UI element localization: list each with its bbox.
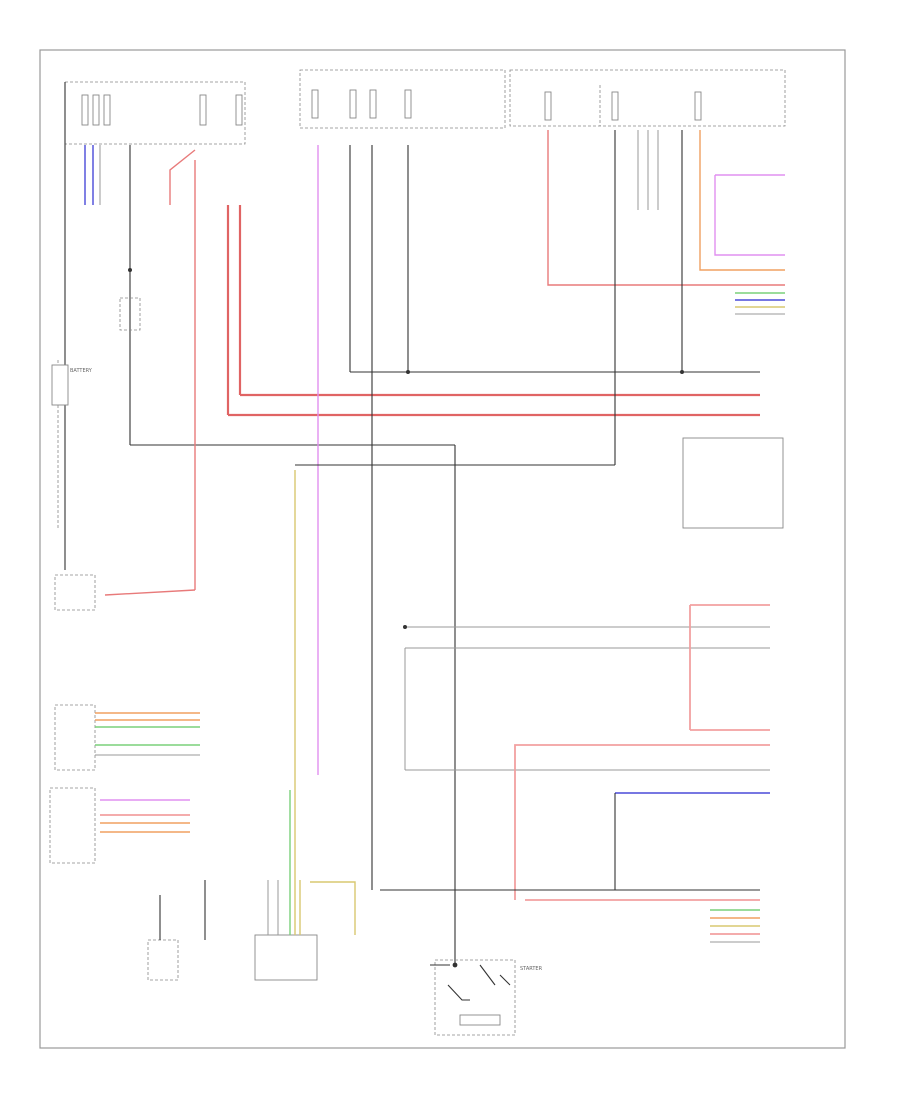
module-connector-left (95, 712, 200, 756)
fuse-box-right (509, 69, 786, 127)
fuse-box-small (54, 574, 96, 611)
selector-lever-module[interactable] (254, 934, 318, 981)
connector-bottom-right (710, 909, 760, 943)
battery-label: BATTERY (70, 368, 93, 374)
selector-module (49, 787, 96, 864)
selector-connector (100, 799, 190, 833)
relay-box (119, 297, 141, 331)
fuse-symbols (81, 89, 702, 126)
control-module-right (682, 437, 784, 529)
diagram-frame (39, 49, 846, 1049)
fuse-box-center (299, 69, 506, 129)
junction-dots (128, 268, 684, 629)
fuse-box-left (64, 81, 246, 145)
starter-interlock-box (147, 939, 179, 981)
battery-column (51, 82, 96, 611)
connector-top-right (735, 292, 785, 315)
battery-symbol (51, 364, 69, 406)
starter-motor (430, 959, 516, 1036)
transmission-module (54, 704, 96, 771)
fuse-box-group (64, 69, 786, 145)
starter-label: STARTER (520, 966, 543, 972)
